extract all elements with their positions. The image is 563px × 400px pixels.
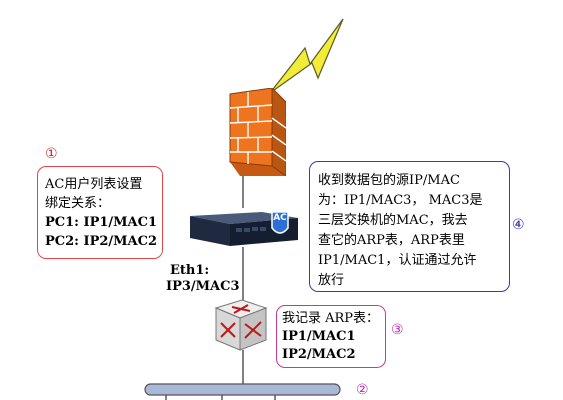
auth-line4: 查它的ARP表，ARP表里 — [318, 233, 465, 248]
arp-line1: 我记录 ARP表： — [282, 311, 380, 326]
layer3-switch-icon — [214, 299, 268, 351]
auth-line3: 三层交换机的MAC，我去 — [318, 213, 468, 228]
ac-badge-text: AC — [273, 213, 287, 223]
switch-arp-box: 我记录 ARP表： IP1/MAC1 IP2/MAC2 — [276, 305, 386, 368]
eth1-line1: Eth1: — [170, 263, 210, 278]
ac-box-line1: AC用户列表设置 — [45, 177, 143, 192]
ac-box-pc2: PC2: IP2/MAC2 — [45, 234, 158, 249]
step-4-marker: ④ — [512, 217, 525, 233]
step-1-marker: ① — [45, 146, 58, 162]
auth-line2: 为：IP1/MAC3， MAC3是 — [318, 193, 483, 208]
arp-line3: IP2/MAC2 — [282, 347, 356, 362]
step-3-marker: ③ — [391, 322, 404, 338]
ac-box-line2: 绑定关系： — [45, 196, 111, 211]
arp-line2: IP1/MAC1 — [282, 329, 356, 344]
network-bus — [144, 383, 341, 396]
auth-line5: IP1/MAC1，认证通过允许 — [318, 253, 477, 268]
lightning-icon — [269, 18, 344, 94]
step-2-marker: ② — [356, 382, 369, 398]
auth-line6: 放行 — [318, 273, 345, 288]
ac-device-icon — [190, 211, 298, 246]
ac-user-list-box: AC用户列表设置 绑定关系： PC1: IP1/MAC1 PC2: IP2/MA… — [37, 166, 163, 259]
eth1-label: Eth1: IP3/MAC3 — [166, 263, 240, 295]
ac-box-pc1: PC1: IP1/MAC1 — [45, 215, 158, 230]
auth-line1: 收到数据包的源IP/MAC — [318, 173, 460, 188]
auth-explanation-box: 收到数据包的源IP/MAC 为：IP1/MAC3， MAC3是 三层交换机的MA… — [309, 161, 510, 292]
eth1-line2: IP3/MAC3 — [166, 279, 240, 294]
firewall-icon — [229, 88, 286, 176]
